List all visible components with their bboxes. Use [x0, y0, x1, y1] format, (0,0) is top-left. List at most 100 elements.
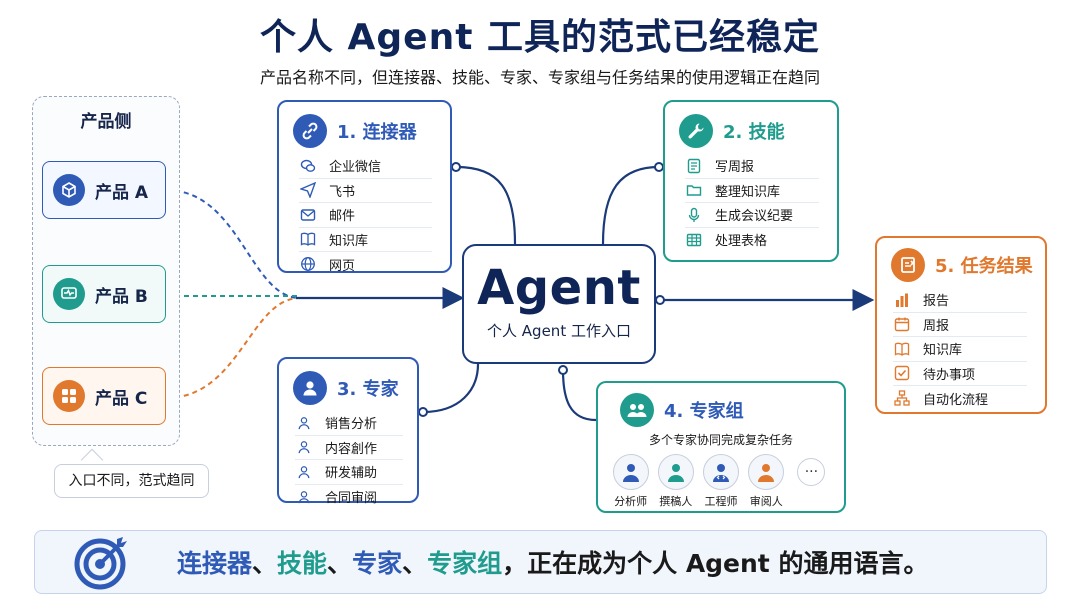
experts-link	[422, 363, 480, 414]
expert-group-title: 4. 专家组	[664, 401, 744, 422]
list-item[interactable]: 报告	[893, 288, 1027, 313]
list-item[interactable]: 飞书	[299, 179, 432, 203]
slogan-sep: 、	[402, 549, 428, 578]
product-c-card[interactable]: 产品 C	[42, 367, 166, 425]
slogan-sep: 、	[252, 549, 278, 578]
slogan-rest: ，正在成为个人 Agent 的通用语言。	[502, 549, 929, 578]
list-item[interactable]: 生成会议纪要	[685, 203, 819, 228]
list-item[interactable]: 企业微信	[299, 154, 432, 179]
member-writer[interactable]: 撰稿人	[653, 454, 698, 509]
list-item[interactable]: 自动化流程	[893, 386, 1027, 411]
folder-icon	[685, 181, 703, 199]
expert-group-members: 分析师 撰稿人 工程师 审阅人 ···	[598, 448, 844, 509]
item-label: 待办事项	[923, 367, 976, 383]
results-card[interactable]: 5. 任务结果 报告 周报 知识库 待办事项 自动化流程	[875, 236, 1047, 414]
person-icon	[293, 371, 327, 405]
avatar-code-icon	[703, 454, 739, 490]
checkbox-icon	[893, 364, 911, 382]
item-label: 写周报	[715, 160, 755, 176]
globe-icon	[299, 255, 317, 273]
member-label: 审阅人	[749, 495, 783, 508]
apps-grid-icon	[53, 380, 85, 412]
bottom-banner: 连接器、技能、专家、专家组，正在成为个人 Agent 的通用语言。	[34, 530, 1047, 594]
page-subtitle: 产品名称不同，但连接器、技能、专家、专家组与任务结果的使用逻辑正在趋同	[259, 68, 820, 87]
product-a-label: 产品 A	[95, 182, 149, 203]
expert-group-card[interactable]: 4. 专家组 多个专家协同完成复杂任务 分析师 撰稿人 工程师 审阅人 ···	[596, 381, 846, 513]
member-engineer[interactable]: 工程师	[698, 454, 743, 509]
product-panel: 产品侧 产品 A 产品 B 产品 C	[32, 96, 180, 446]
experts-card[interactable]: 3. 专家 销售分析 内容創作 研发辅助 合同审阅	[277, 357, 419, 506]
member-more[interactable]: ···	[789, 454, 834, 509]
slogan: 连接器、技能、专家、专家组，正在成为个人 Agent 的通用语言。	[177, 544, 928, 580]
product-panel-title: 产品侧	[80, 112, 132, 132]
wrench-icon	[679, 114, 713, 148]
paper-plane-icon	[299, 181, 317, 199]
book-icon	[893, 340, 911, 358]
list-item[interactable]: 内容創作	[295, 436, 403, 460]
member-label: 工程师	[704, 495, 738, 508]
wechat-icon	[299, 157, 317, 175]
flow-icon	[893, 389, 911, 407]
item-label: 处理表格	[715, 234, 768, 250]
product-a-link	[165, 189, 301, 299]
skills-card[interactable]: 2. 技能 写周报 整理知识库 生成会议纪要 处理表格	[663, 100, 839, 262]
product-c-label: 产品 C	[95, 388, 148, 409]
item-label: 销售分析	[325, 417, 378, 433]
connectors-link	[455, 165, 517, 245]
list-item[interactable]: 销售分析	[295, 411, 403, 436]
list-item[interactable]: 研发辅助	[295, 460, 403, 485]
target-icon	[73, 533, 131, 591]
connectors-card[interactable]: 1. 连接器 企业微信 飞书 邮件 知识库 网页	[277, 100, 452, 274]
product-c-link	[165, 297, 301, 399]
item-label: 生成会议纪要	[715, 209, 794, 225]
avatar-icon	[612, 454, 649, 490]
list-item[interactable]: 写周报	[685, 154, 819, 179]
item-label: 网页	[329, 258, 356, 274]
member-analyst[interactable]: 分析师	[608, 454, 653, 509]
product-note: 入口不同，范式趋同	[54, 464, 209, 498]
person-icon	[295, 488, 313, 506]
product-a-card[interactable]: 产品 A	[42, 161, 166, 219]
table-icon	[685, 231, 703, 249]
bar-chart-icon	[893, 291, 911, 309]
chat-pulse-icon	[53, 278, 85, 310]
member-reviewer[interactable]: 审阅人	[744, 454, 789, 509]
item-label: 邮件	[329, 209, 356, 225]
slogan-expert-group: 专家组	[427, 549, 503, 578]
member-label: 撰稿人	[659, 495, 693, 508]
report-icon	[891, 248, 925, 282]
microphone-icon	[685, 206, 703, 224]
person-icon	[295, 463, 313, 481]
list-item[interactable]: 周报	[893, 313, 1027, 337]
mail-icon	[299, 206, 317, 224]
link-icon	[293, 114, 327, 148]
team-icon	[620, 393, 654, 427]
list-item[interactable]: 整理知识库	[685, 179, 819, 203]
list-item[interactable]: 待办事项	[893, 362, 1027, 386]
product-b-card[interactable]: 产品 B	[42, 265, 166, 323]
item-label: 合同审阅	[325, 491, 378, 507]
list-item[interactable]: 处理表格	[685, 228, 819, 253]
item-label: 知识库	[329, 233, 369, 249]
list-item[interactable]: 合同审阅	[295, 485, 403, 510]
product-b-label: 产品 B	[95, 286, 148, 307]
avatar-icon	[748, 454, 785, 490]
member-label: 分析师	[614, 495, 648, 508]
cube-icon	[53, 174, 85, 206]
item-label: 周报	[923, 318, 950, 334]
list-item[interactable]: 知识库	[299, 228, 432, 252]
document-icon	[685, 157, 703, 175]
item-label: 研发辅助	[325, 466, 378, 482]
list-item[interactable]: 网页	[299, 252, 432, 277]
agent-subtitle: 个人 Agent 工作入口	[487, 322, 631, 340]
slogan-sep: 、	[327, 549, 353, 578]
list-item[interactable]: 知识库	[893, 337, 1027, 362]
list-item[interactable]: 邮件	[299, 203, 432, 228]
item-label: 知识库	[923, 343, 963, 359]
results-title: 5. 任务结果	[935, 256, 1033, 277]
skills-title: 2. 技能	[723, 122, 785, 143]
experts-title: 3. 专家	[337, 379, 399, 400]
page-title: 个人 Agent 工具的范式已经稳定	[260, 17, 820, 58]
agent-hub[interactable]: Agent 个人 Agent 工作入口	[462, 244, 656, 364]
